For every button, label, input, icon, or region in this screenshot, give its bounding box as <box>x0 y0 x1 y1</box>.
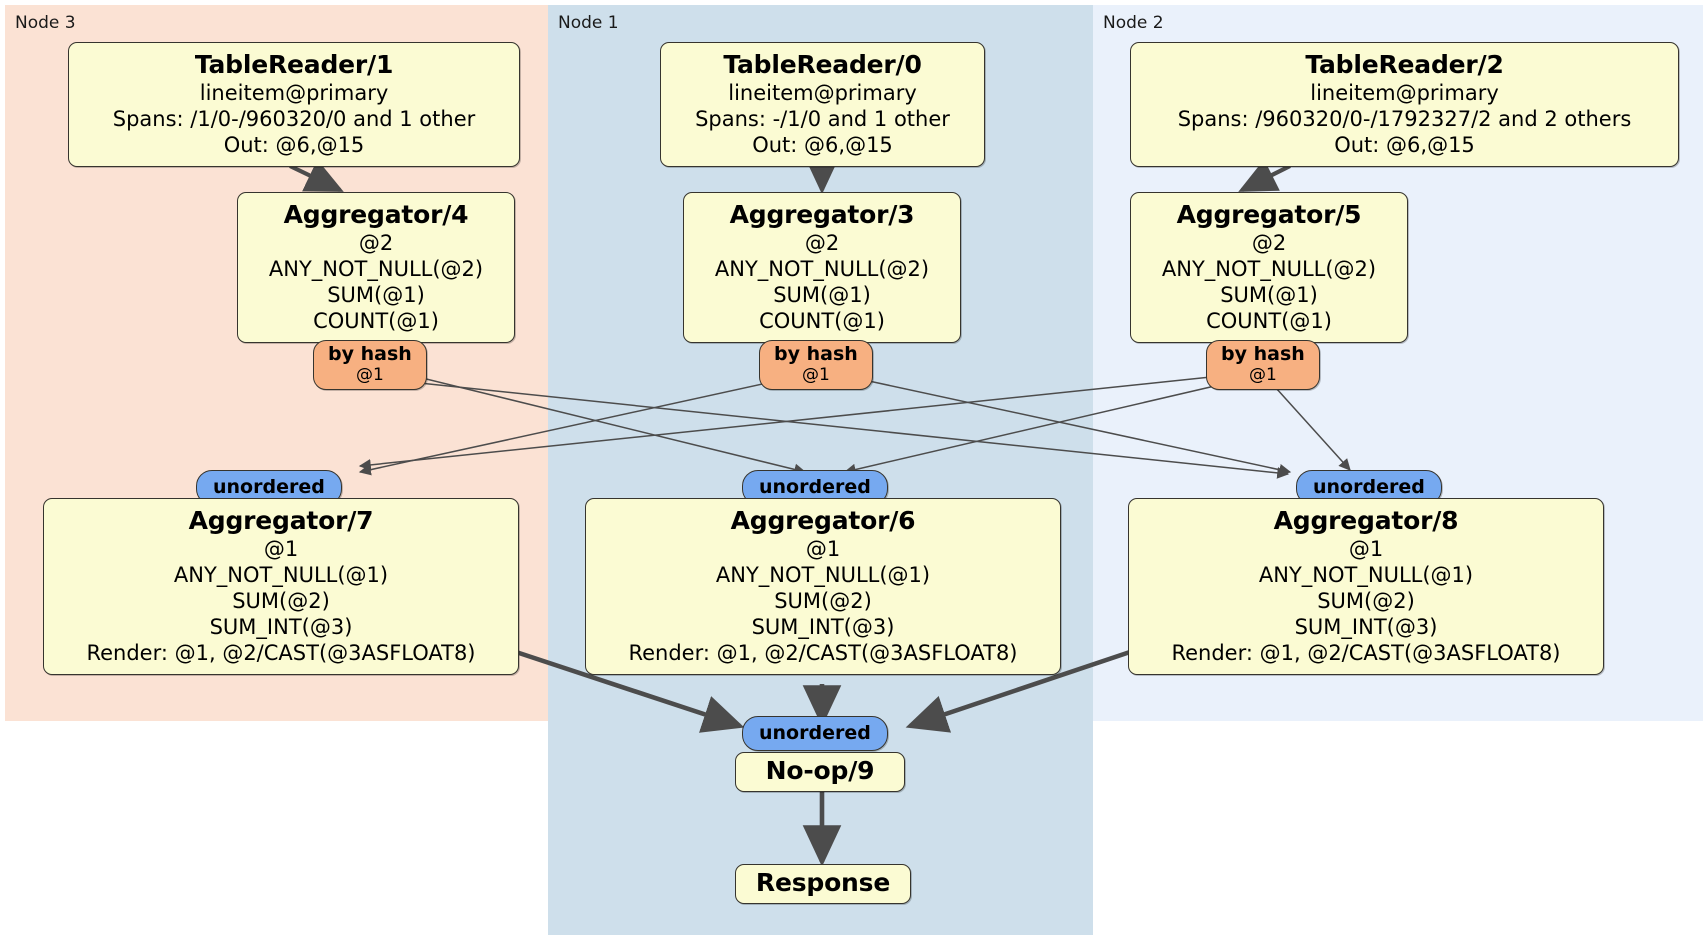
processor-detail-line: @1 <box>805 537 841 561</box>
processor-detail-line: SUM_INT(@3) <box>1294 615 1438 639</box>
processor-aggregator-8[interactable]: Aggregator/8 @1 ANY_NOT_NULL(@1) SUM(@2)… <box>1128 498 1604 675</box>
processor-detail-line: @1 <box>263 537 299 561</box>
processor-detail-line: ANY_NOT_NULL(@1) <box>173 563 389 587</box>
processor-aggregator-7[interactable]: Aggregator/7 @1 ANY_NOT_NULL(@1) SUM(@2)… <box>43 498 519 675</box>
router-label: by hash <box>1221 343 1305 365</box>
processor-aggregator-3[interactable]: Aggregator/3 @2 ANY_NOT_NULL(@2) SUM(@1)… <box>683 192 961 343</box>
processor-title: Aggregator/6 <box>730 506 916 535</box>
processor-detail-line: Render: @1, @2/CAST(@3ASFLOAT8) <box>1171 641 1561 665</box>
processor-no-op-9[interactable]: No-op/9 <box>735 752 905 792</box>
processor-detail-line: ANY_NOT_NULL(@2) <box>714 257 930 281</box>
processor-table-reader-0[interactable]: TableReader/0 lineitem@primary Spans: -/… <box>660 42 985 167</box>
processor-detail-line: Spans: /1/0-/960320/0 and 1 other <box>112 107 476 131</box>
processor-detail-line: SUM(@1) <box>773 283 871 307</box>
processor-detail-line: ANY_NOT_NULL(@1) <box>1258 563 1474 587</box>
processor-detail-line: ANY_NOT_NULL(@2) <box>1161 257 1377 281</box>
processor-title: TableReader/2 <box>1305 50 1504 79</box>
processor-detail-line: lineitem@primary <box>1310 81 1499 105</box>
output-router-by-hash-right[interactable]: by hash @1 <box>1206 340 1320 390</box>
router-label: by hash <box>328 343 412 365</box>
router-column: @1 <box>1248 365 1277 385</box>
router-column: @1 <box>801 365 830 385</box>
processor-aggregator-6[interactable]: Aggregator/6 @1 ANY_NOT_NULL(@1) SUM(@2)… <box>585 498 1061 675</box>
node-panel-label: Node 1 <box>558 13 619 33</box>
processor-detail-line: Render: @1, @2/CAST(@3ASFLOAT8) <box>86 641 476 665</box>
processor-title: Aggregator/4 <box>283 200 469 229</box>
processor-detail-line: @1 <box>1348 537 1384 561</box>
processor-table-reader-2[interactable]: TableReader/2 lineitem@primary Spans: /9… <box>1130 42 1679 167</box>
processor-detail-line: SUM(@1) <box>327 283 425 307</box>
processor-detail-line: COUNT(@1) <box>759 309 885 333</box>
processor-detail-line: Spans: /960320/0-/1792327/2 and 2 others <box>1177 107 1632 131</box>
router-column: @1 <box>355 365 384 385</box>
node-panel-label: Node 2 <box>1103 13 1164 33</box>
processor-response[interactable]: Response <box>735 864 911 904</box>
processor-detail-line: Out: @6,@15 <box>1334 133 1475 157</box>
processor-title: Aggregator/8 <box>1273 506 1459 535</box>
processor-detail-line: SUM(@2) <box>1317 589 1415 613</box>
processor-title: Aggregator/7 <box>188 506 374 535</box>
processor-detail-line: ANY_NOT_NULL(@2) <box>268 257 484 281</box>
processor-detail-line: ANY_NOT_NULL(@1) <box>715 563 931 587</box>
processor-title: Aggregator/3 <box>729 200 915 229</box>
processor-detail-line: SUM_INT(@3) <box>751 615 895 639</box>
processor-title: TableReader/0 <box>723 50 922 79</box>
processor-detail-line: lineitem@primary <box>728 81 917 105</box>
processor-detail-line: Render: @1, @2/CAST(@3ASFLOAT8) <box>628 641 1018 665</box>
processor-detail-line: @2 <box>1251 231 1287 255</box>
processor-aggregator-5[interactable]: Aggregator/5 @2 ANY_NOT_NULL(@2) SUM(@1)… <box>1130 192 1408 343</box>
output-router-by-hash-left[interactable]: by hash @1 <box>313 340 427 390</box>
processor-detail-line: Spans: -/1/0 and 1 other <box>695 107 950 131</box>
processor-table-reader-1[interactable]: TableReader/1 lineitem@primary Spans: /1… <box>68 42 520 167</box>
processor-detail-line: @2 <box>804 231 840 255</box>
processor-aggregator-4[interactable]: Aggregator/4 @2 ANY_NOT_NULL(@2) SUM(@1)… <box>237 192 515 343</box>
input-synchronizer-unordered-final[interactable]: unordered <box>742 716 888 751</box>
processor-detail-line: COUNT(@1) <box>1206 309 1332 333</box>
processor-detail-line: SUM(@2) <box>774 589 872 613</box>
processor-title: Response <box>755 868 891 897</box>
processor-title: No-op/9 <box>765 756 875 785</box>
router-label: by hash <box>774 343 858 365</box>
processor-detail-line: Out: @6,@15 <box>223 133 365 157</box>
processor-title: Aggregator/5 <box>1176 200 1362 229</box>
processor-detail-line: lineitem@primary <box>199 81 389 105</box>
output-router-by-hash-center[interactable]: by hash @1 <box>759 340 873 390</box>
processor-detail-line: Out: @6,@15 <box>752 133 893 157</box>
processor-title: TableReader/1 <box>194 50 394 79</box>
node-panel-label: Node 3 <box>15 13 76 33</box>
processor-detail-line: SUM_INT(@3) <box>209 615 353 639</box>
processor-detail-line: COUNT(@1) <box>313 309 439 333</box>
processor-detail-line: @2 <box>358 231 394 255</box>
processor-detail-line: SUM(@2) <box>232 589 330 613</box>
processor-detail-line: SUM(@1) <box>1220 283 1318 307</box>
